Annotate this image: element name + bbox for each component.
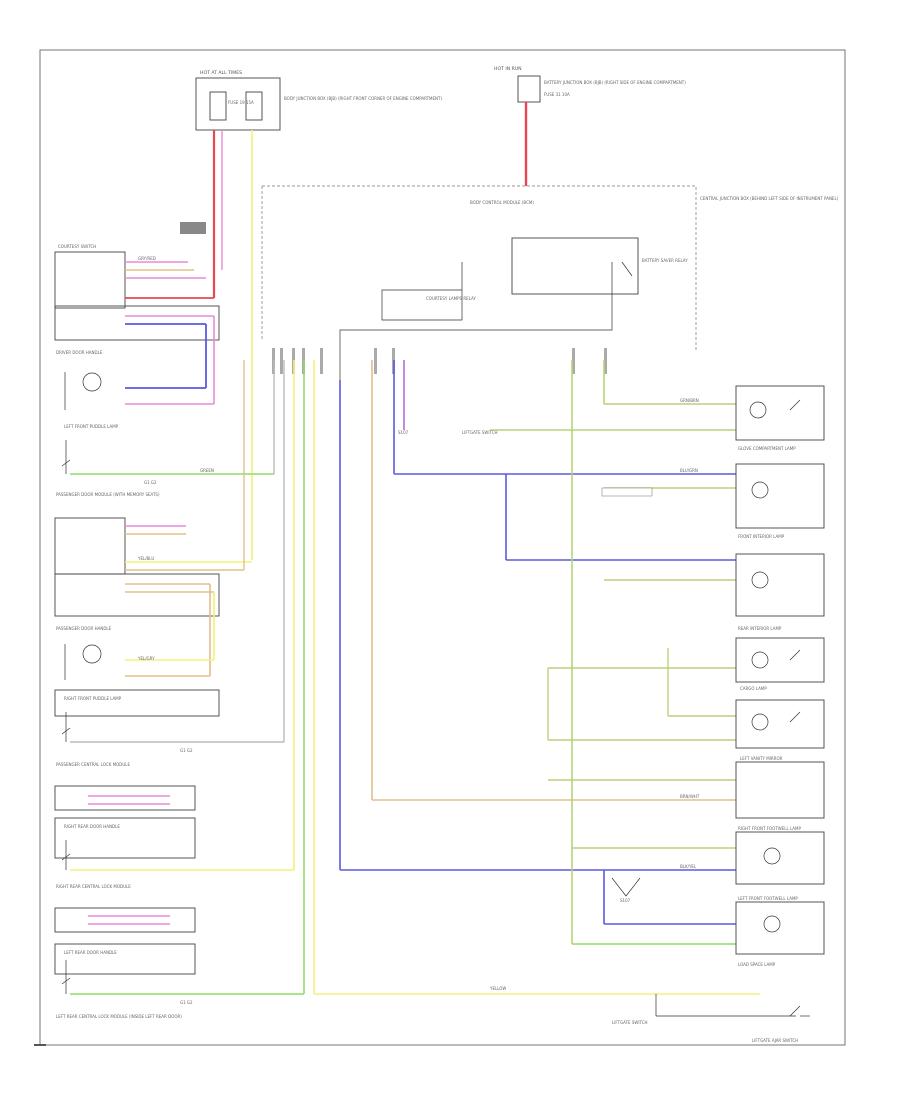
left-rear-door-handle: LEFT REAR DOOR HANDLE G1 G2 — [54, 360, 305, 1005]
left-front-puddle-label: LEFT FRONT PUDDLE LAMP — [64, 424, 119, 429]
battery-saver-relay-label: BATTERY SAVER RELAY — [642, 258, 688, 263]
courtesy-relay-label: COURTESY LAMPS RELAY — [426, 296, 476, 301]
front-interior-lamp-label: FRONT INTERIOR LAMP — [738, 534, 785, 539]
front-interior-lamp: FRONT INTERIOR LAMP — [601, 463, 825, 539]
passenger-door-handle: PASSENGER DOOR HANDLE — [56, 626, 214, 680]
passenger-door-module: PASSENGER DOOR MODULE (WITH MEMORY SEATS… — [54, 360, 252, 575]
passenger-central-lock: PASSENGER CENTRAL LOCK MODULE — [54, 762, 196, 811]
splice-label-2: S107 — [620, 898, 631, 903]
driver-door-module: COURTESY SWITCH — [54, 222, 214, 309]
sjb-name-label: BATTERY JUNCTION BOX (BJB) (RIGHT SIDE O… — [544, 80, 686, 85]
right-rear-central-lock-label: RIGHT REAR CENTRAL LOCK MODULE — [56, 884, 131, 889]
wire-label-green: GREEN — [200, 468, 214, 473]
left-front-puddle-lamp: LEFT FRONT PUDDLE LAMP G1 G2 — [61, 360, 275, 485]
right-front-puddle-label: RIGHT FRONT PUDDLE LAMP — [64, 696, 122, 701]
trunk-switch-label: LIFTGATE SWITCH — [462, 430, 498, 435]
rear-interior-lamp: REAR INTERIOR LAMP — [735, 553, 825, 631]
left-front-footwell-label: LEFT FRONT FOOTWELL LAMP — [738, 896, 798, 901]
wire-label-grn-brn: GRN/BRN — [680, 398, 699, 403]
driver-door-handle: DRIVER DOOR HANDLE — [56, 350, 214, 410]
bcm-name-label: BODY CONTROL MODULE (BCM) — [470, 200, 534, 205]
glove-box-lamp: GLOVE COMPARTMENT LAMP — [735, 385, 825, 451]
wire-label-brn-wht: BRN/WHT — [680, 794, 700, 799]
ground-label-3: G1 G2 — [180, 1000, 193, 1005]
wire-label-blk-yel: BLK/YEL — [680, 864, 697, 869]
cargo-lamp-label: CARGO LAMP — [740, 686, 767, 691]
central-module-label: CENTRAL JUNCTION BOX (BEHIND LEFT SIDE O… — [700, 196, 839, 201]
left-front-footwell-lamp: LEFT FRONT FOOTWELL LAMP LOAD SPACE LAMP — [735, 896, 825, 967]
bjb-fuse-block: HOT AT ALL TIMES BODY JUNCTION BOX (BJB)… — [195, 70, 442, 131]
wire-label-blu-grn: BLU/GRN — [680, 468, 698, 473]
right-rear-door-handle-label: RIGHT REAR DOOR HANDLE — [64, 824, 120, 829]
hot-at-all-times-label: HOT AT ALL TIMES — [200, 70, 242, 76]
courtesy-switch-label: COURTESY SWITCH — [58, 244, 96, 249]
trunk-switch-label-2: LIFTGATE SWITCH — [612, 1020, 648, 1025]
liftgate-lamp-label: LOAD SPACE LAMP — [738, 962, 776, 967]
right-front-footwell-label: RIGHT FRONT FOOTWELL LAMP — [738, 826, 801, 831]
ground-label-2: G1 G2 — [180, 748, 193, 753]
bjb-fuse-label: FUSE 19 15A — [228, 100, 254, 105]
sjb-fuse-block: HOT IN RUN BATTERY JUNCTION BOX (BJB) (R… — [494, 66, 686, 103]
yellow-wire-label: YELLOW — [489, 986, 506, 991]
right-front-puddle-lamp: RIGHT FRONT PUDDLE LAMP G1 G2 — [54, 360, 285, 753]
glove-box-lamp-label: GLOVE COMPARTMENT LAMP — [738, 446, 796, 451]
battery-saver-module: S107 LIFTGATE SWITCH — [398, 429, 552, 435]
rear-interior-lamp-label: REAR INTERIOR LAMP — [738, 626, 782, 631]
left-rear-door-handle-label: LEFT REAR DOOR HANDLE — [64, 950, 117, 955]
passenger-central-lock-label: PASSENGER CENTRAL LOCK MODULE — [56, 762, 131, 767]
cargo-lamp: CARGO LAMP — [735, 637, 825, 691]
driver-door-handle-label: DRIVER DOOR HANDLE — [56, 350, 103, 355]
sjb-fuse-label: FUSE 31 10A — [544, 92, 570, 97]
liftgate-ajar-switch: LIFTGATE AJAR SWITCH LIFTGATE SWITCH — [612, 994, 810, 1043]
left-vanity-label: LEFT VANITY MIRROR — [740, 756, 783, 761]
liftgate-ajar-label: LIFTGATE AJAR SWITCH — [752, 1038, 798, 1043]
driver-door-handle-module — [54, 305, 220, 404]
splice-label: S107 — [398, 430, 409, 435]
footwell-splice: S107 — [611, 877, 641, 903]
left-rear-central-lock-label: LEFT REAR CENTRAL LOCK MODULE (INSIDE LE… — [56, 1014, 182, 1019]
left-rear-central-lock: LEFT REAR CENTRAL LOCK MODULE (INSIDE LE… — [56, 1014, 182, 1019]
passenger-door-module-label: PASSENGER DOOR MODULE (WITH MEMORY SEATS… — [56, 492, 160, 497]
central-box-connectors — [272, 348, 607, 374]
left-vanity-lamp: LEFT VANITY MIRROR — [735, 756, 825, 819]
bjb-name-label: BODY JUNCTION BOX (BJB) (RIGHT FRONT COR… — [284, 96, 442, 101]
wire-label-yel-gry: YEL/GRY — [137, 656, 155, 661]
ground-label-1: G1 G2 — [144, 480, 157, 485]
hot-in-run-label: HOT IN RUN — [494, 66, 522, 72]
right-rear-door-handle: RIGHT REAR DOOR HANDLE — [54, 360, 295, 871]
right-front-footwell-lamp: RIGHT FRONT FOOTWELL LAMP — [735, 826, 825, 885]
right-rear-central-lock: RIGHT REAR CENTRAL LOCK MODULE — [54, 884, 196, 933]
corner-mark — [34, 1044, 46, 1046]
diagram-frame — [39, 49, 846, 1046]
left-vanity-mirror — [735, 699, 825, 749]
passenger-door-handle-label: PASSENGER DOOR HANDLE — [56, 626, 112, 631]
central-junction-box: BODY CONTROL MODULE (BCM) CENTRAL JUNCTI… — [261, 185, 839, 380]
wire-label-yel-blu: YEL/BLU — [137, 556, 154, 561]
wire-label-gry-red: GRY/RED — [138, 256, 156, 261]
